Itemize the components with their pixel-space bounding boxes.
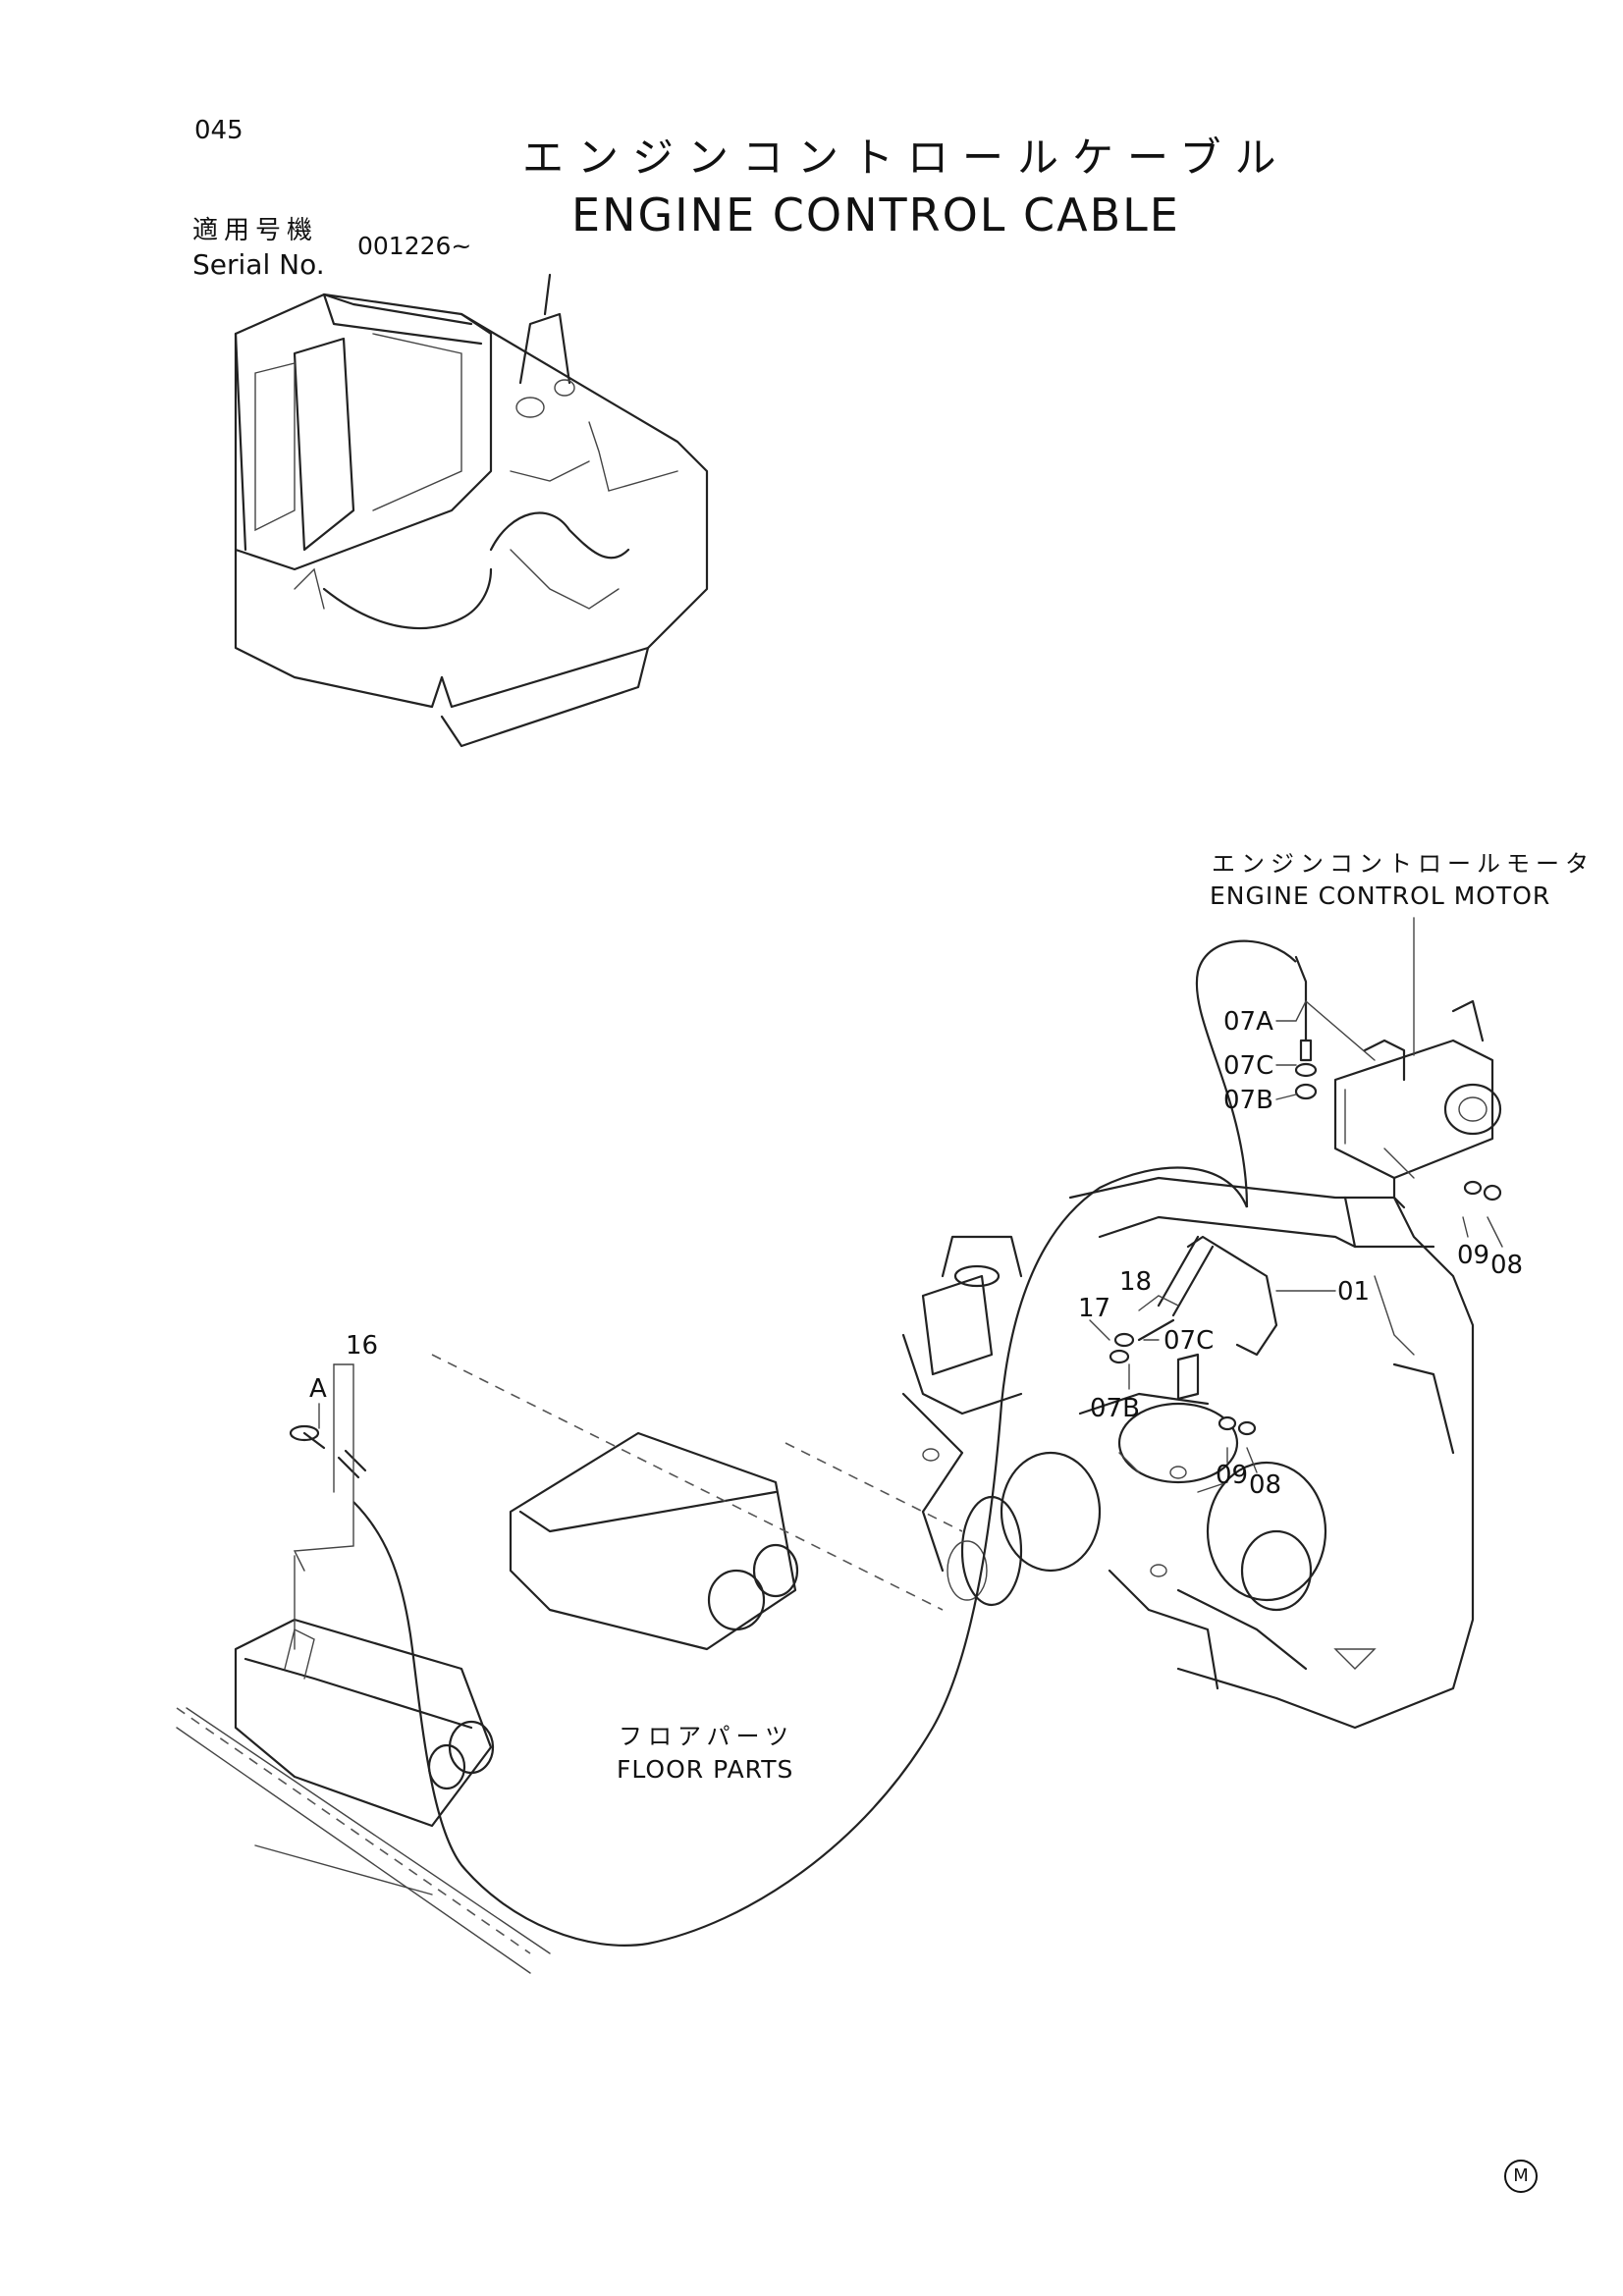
callout-08-top: 08 [1490, 1251, 1524, 1280]
callout-07c-mid: 07C [1163, 1326, 1215, 1356]
floor-parts-label: FLOOR PARTS [617, 1755, 794, 1784]
serial-number: 001226~ [357, 232, 472, 260]
page-number: 045 [194, 116, 243, 145]
engine-drawing [901, 1176, 1475, 1730]
callout-07c-top: 07C [1223, 1051, 1274, 1081]
callout-16: 16 [346, 1331, 379, 1361]
callout-07a: 07A [1223, 1007, 1273, 1037]
callout-18: 18 [1119, 1267, 1153, 1297]
callout-a: A [309, 1374, 327, 1404]
floor-parts-drawing [176, 1354, 963, 1974]
callout-01: 01 [1337, 1277, 1371, 1307]
machine-overview-drawing [234, 273, 709, 748]
leader-lines [293, 917, 1503, 1650]
manufacturer-mark: M [1504, 2160, 1538, 2193]
floor-parts-label-japanese: フロアパーツ [619, 1723, 795, 1750]
engine-control-motor-label-japanese: エンジンコントロールモータ [1212, 850, 1595, 878]
callout-09-mid: 09 [1216, 1461, 1249, 1490]
callout-17: 17 [1078, 1294, 1111, 1323]
engine-control-motor-label: ENGINE CONTROL MOTOR [1210, 881, 1551, 910]
callout-09-top: 09 [1457, 1241, 1490, 1270]
serial-label-japanese: 適用号機 [192, 216, 319, 245]
control-cable-drawing [289, 939, 1502, 1947]
engine-control-motor-drawing [1333, 999, 1502, 1209]
callout-08-mid: 08 [1249, 1470, 1282, 1500]
page-title: ENGINE CONTROL CABLE [571, 188, 1180, 241]
serial-label: Serial No. [192, 248, 325, 281]
page-title-japanese: エンジンコントロールケーブル [522, 133, 1290, 182]
callout-07b-mid: 07B [1090, 1394, 1140, 1423]
callout-07b-top: 07B [1223, 1086, 1273, 1115]
